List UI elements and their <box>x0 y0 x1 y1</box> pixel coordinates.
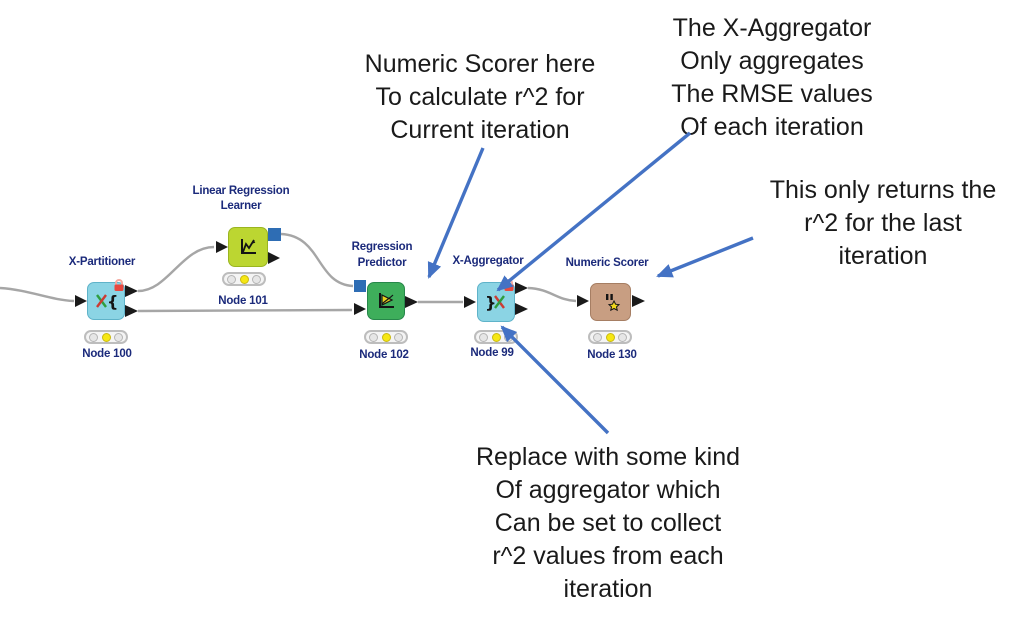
traffic-light-indicator <box>364 330 408 344</box>
traffic-green-dot <box>252 274 261 284</box>
learner-model-output-port[interactable] <box>268 228 281 241</box>
node-label: Node 100 <box>82 348 132 360</box>
annotation-line: Of each iteration <box>680 113 864 141</box>
node-regression-predictor[interactable] <box>367 282 405 320</box>
annotation-line: r^2 for the last <box>804 209 962 237</box>
node-title-text: X-Aggregator <box>452 255 524 267</box>
annotation-line: iteration <box>838 242 928 270</box>
node-label: Node 130 <box>587 349 637 361</box>
aggregator-output-port-bottom[interactable] <box>515 303 528 315</box>
aggregator-output-port-top[interactable] <box>515 282 528 294</box>
traffic-yellow-dot <box>381 332 391 342</box>
node-title-text: Linear Regression <box>192 185 290 197</box>
annotation-line: Of aggregator which <box>495 476 721 504</box>
annotation-line: r^2 values from each <box>492 542 724 570</box>
annotation-line: iteration <box>563 575 653 603</box>
traffic-yellow-dot <box>605 332 615 342</box>
annotation-line: The X-Aggregator <box>672 14 872 42</box>
numeric-scorer-icon <box>605 294 620 312</box>
wire-xpartitioner-to-predictor[interactable] <box>137 308 353 313</box>
node-label: Node 99 <box>470 347 514 359</box>
annotation-line: Numeric Scorer here <box>364 50 596 78</box>
traffic-red-dot <box>369 332 378 342</box>
node-title-text: Regression <box>351 241 413 253</box>
scorer-output-port[interactable] <box>632 295 645 307</box>
wire-learner-to-predictor[interactable] <box>280 232 354 288</box>
node-label: Node 101 <box>218 295 268 307</box>
predictor-model-input-port[interactable] <box>354 280 366 292</box>
traffic-green-dot <box>114 332 123 342</box>
x-partitioner-icon: { <box>96 292 118 310</box>
annotation-replace-note: Replace with some kind Of aggregator whi… <box>448 441 768 606</box>
node-linear-regression-learner[interactable] <box>228 227 268 267</box>
lock-icon <box>502 278 516 292</box>
annotation-line: Replace with some kind <box>475 443 740 471</box>
traffic-light-indicator <box>84 330 128 344</box>
traffic-light-indicator <box>588 330 632 344</box>
predictor-output-port[interactable] <box>405 296 418 308</box>
traffic-red-dot <box>89 332 98 342</box>
traffic-yellow-dot <box>239 274 249 284</box>
linear-regression-learner-icon <box>241 239 256 254</box>
traffic-red-dot <box>227 274 236 284</box>
traffic-red-dot <box>479 332 488 342</box>
node-title-text: X-Partitioner <box>68 256 136 268</box>
node-title-scorer: Numeric Scorer <box>542 256 672 271</box>
x-partitioner-output-port-bottom[interactable] <box>125 305 138 317</box>
traffic-yellow-dot <box>491 332 501 342</box>
node-numeric-scorer[interactable] <box>590 283 631 321</box>
wire-aggregator-to-scorer[interactable] <box>527 286 577 303</box>
x-partitioner-output-port-top[interactable] <box>125 285 138 297</box>
traffic-yellow-dot <box>101 332 111 342</box>
svg-text:{: { <box>107 292 118 310</box>
x-partitioner-input-port[interactable] <box>75 295 87 307</box>
aggregator-input-port[interactable] <box>464 296 476 308</box>
wire-into-x-partitioner[interactable] <box>0 286 75 303</box>
traffic-red-dot <box>593 332 602 342</box>
node-title-x-partitioner: X-Partitioner <box>37 255 167 270</box>
learner-input-port[interactable] <box>216 241 228 253</box>
predictor-input-port[interactable] <box>354 303 366 315</box>
scorer-input-port[interactable] <box>577 295 589 307</box>
traffic-light-indicator <box>222 272 266 286</box>
annotation-last-iteration-note: This only returns the r^2 for the last i… <box>723 174 1024 273</box>
annotation-line: Can be set to collect <box>494 509 722 537</box>
node-x-aggregator[interactable]: } <box>477 279 515 322</box>
node-title-text: Predictor <box>357 257 407 269</box>
annotation-aggregator-note: The X-Aggregator Only aggregates The RMS… <box>612 12 932 144</box>
annotation-line: Current iteration <box>390 116 570 144</box>
regression-predictor-icon <box>379 293 394 308</box>
traffic-green-dot <box>504 332 513 342</box>
annotation-line: Only aggregates <box>680 47 864 75</box>
node-title-text: Learner <box>220 200 262 212</box>
lock-icon <box>112 278 126 292</box>
node-label: Node 102 <box>359 349 409 361</box>
annotation-numeric-scorer-note: Numeric Scorer here To calculate r^2 for… <box>320 48 640 147</box>
traffic-green-dot <box>394 332 403 342</box>
node-title-aggregator: X-Aggregator <box>423 254 553 269</box>
x-aggregator-icon: } <box>485 293 505 311</box>
svg-text:}: } <box>485 293 496 311</box>
traffic-green-dot <box>618 332 627 342</box>
wire-xpartitioner-to-learner[interactable] <box>137 245 215 293</box>
annotation-line: This only returns the <box>769 176 997 204</box>
node-title-predictor: Regression Predictor <box>317 239 447 271</box>
node-title-text: Numeric Scorer <box>565 257 649 269</box>
learner-output-port-bottom[interactable] <box>268 252 280 264</box>
annotation-line: The RMSE values <box>671 80 873 108</box>
node-x-partitioner[interactable]: { <box>87 279 125 320</box>
node-title-learner: Linear Regression Learner <box>176 184 306 214</box>
annotation-line: To calculate r^2 for <box>375 83 585 111</box>
traffic-light-indicator <box>474 330 518 344</box>
